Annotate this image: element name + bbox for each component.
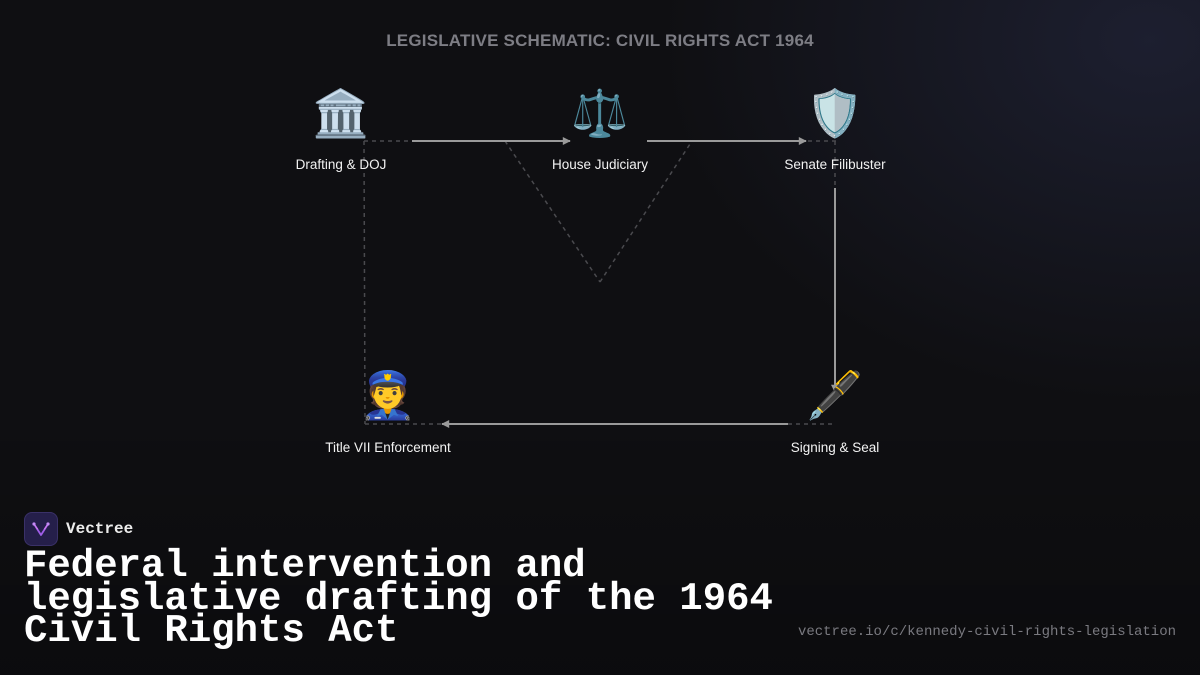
balance-scale-icon: ⚖️ [571, 86, 629, 140]
classical-building-icon: 🏛️ [312, 86, 370, 140]
node-label-enforcement: Title VII Enforcement [325, 440, 451, 455]
diagram-title: LEGISLATIVE SCHEMATIC: CIVIL RIGHTS ACT … [386, 31, 814, 50]
brand: Vectree [24, 512, 133, 546]
node-label-drafting: Drafting & DOJ [295, 157, 387, 172]
police-officer-icon: 👮 [359, 368, 417, 422]
guide-line [363, 140, 366, 425]
node-label-signing: Signing & Seal [790, 440, 880, 455]
brand-name: Vectree [66, 520, 134, 538]
node-label-house: House Judiciary [551, 157, 649, 172]
source-url[interactable]: vectree.io/c/kennedy-civil-rights-legisl… [797, 624, 1176, 640]
shield-icon: 🛡️ [806, 86, 864, 140]
fountain-pen-icon: 🖋️ [806, 368, 864, 422]
vectree-logo-icon [24, 512, 58, 546]
headline: Federal intervention and legislative dra… [24, 544, 773, 653]
node-label-senate: Senate Filibuster [784, 157, 886, 172]
